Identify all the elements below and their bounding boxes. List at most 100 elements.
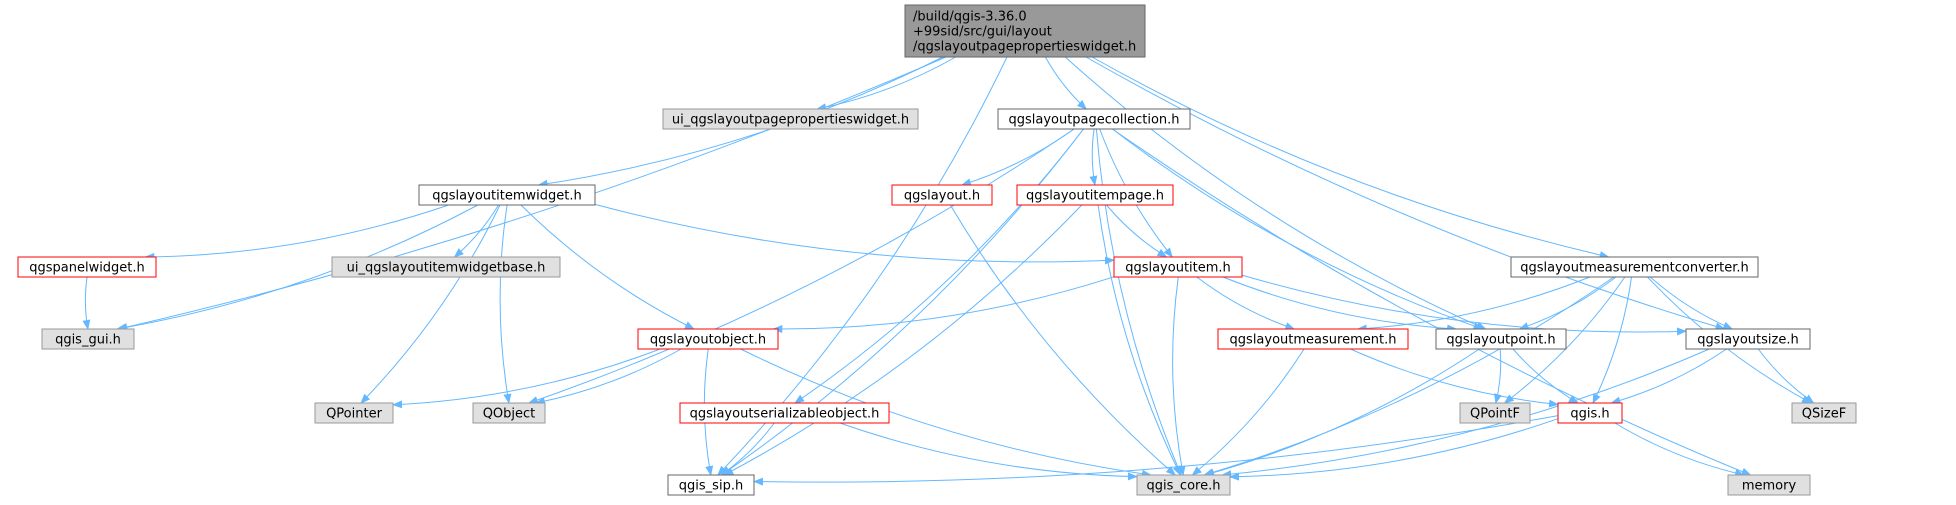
node-qsizef: QSizeF: [1791, 402, 1857, 424]
node-itempage[interactable]: qgslayoutitempage.h: [1016, 184, 1174, 206]
node-itemwidget-label-0: qgslayoutitemwidget.h: [432, 189, 581, 204]
node-panelwidget-box: [17, 256, 157, 278]
edge-measconverter-to-measurement: [1356, 276, 1590, 333]
edge-itemwidget-to-ui_itemwidgetbase: [453, 204, 499, 258]
node-ui_pagepropwidget-label-0: ui_qgslayoutpagepropertieswidget.h: [672, 113, 909, 128]
edge-point-to-qpointf: [1494, 348, 1502, 404]
node-sip-box: [667, 474, 755, 496]
node-layout-box: [891, 184, 993, 206]
edge-qgis-to-memory: [1614, 422, 1746, 477]
node-serializable-label-0: qgslayoutserializableobject.h: [690, 407, 880, 422]
node-itemwidget[interactable]: qgslayoutitemwidget.h: [418, 184, 596, 206]
edge-item-to-size: [1241, 274, 1687, 336]
node-sip[interactable]: qgis_sip.h: [667, 474, 755, 496]
node-qobject: QObject: [472, 402, 546, 424]
edge-item-to-measurement: [1196, 276, 1296, 330]
edge-itemwidget-to-panelwidget: [144, 204, 449, 261]
edge-pagecollection-to-memory: [1112, 128, 1752, 476]
edge-root-to-point: [1064, 56, 1487, 330]
node-layout[interactable]: qgslayout.h: [891, 184, 993, 206]
edge-layout-to-core: [949, 204, 1176, 476]
node-size[interactable]: qgslayoutsize.h: [1685, 328, 1811, 350]
edge-itempage-to-sip: [723, 204, 1083, 476]
node-point-label-0: qgslayoutpoint.h: [1446, 333, 1555, 348]
edge-object-to-qobject: [534, 348, 682, 406]
node-pagecollection-label-0: qgslayoutpagecollection.h: [1008, 113, 1179, 128]
edge-serializable-to-sip: [720, 422, 775, 476]
node-object[interactable]: qgslayoutobject.h: [637, 328, 779, 350]
node-measurement-label-0: qgslayoutmeasurement.h: [1230, 333, 1397, 348]
node-point[interactable]: qgslayoutpoint.h: [1435, 328, 1567, 350]
node-measconverter-box: [1510, 256, 1759, 278]
node-root-box: [904, 4, 1146, 58]
node-serializable[interactable]: qgslayoutserializableobject.h: [679, 402, 890, 424]
edge-size-to-qgis: [1610, 348, 1727, 405]
node-memory-label-0: memory: [1742, 479, 1797, 494]
node-itempage-label-0: qgslayoutitempage.h: [1026, 189, 1164, 204]
node-ui_pagepropwidget: ui_qgslayoutpagepropertieswidget.h: [662, 108, 919, 130]
node-gui: qgis_gui.h: [41, 328, 135, 350]
node-memory-box: [1727, 474, 1811, 496]
node-itempage-box: [1016, 184, 1174, 206]
edge-measconverter-to-qpointf: [1503, 276, 1626, 404]
edge-pagecollection-to-qobject: [527, 128, 1075, 404]
node-sip-label-0: qgis_sip.h: [679, 479, 743, 494]
node-root-label-0: /build/qgis-3.36.0: [913, 10, 1027, 25]
node-qpointf-label-0: QPointF: [1470, 407, 1520, 422]
node-root[interactable]: /build/qgis-3.36.0+99sid/src/gui/layout/…: [904, 4, 1146, 58]
node-measurement[interactable]: qgslayoutmeasurement.h: [1217, 328, 1409, 350]
node-measurement-box: [1217, 328, 1409, 350]
node-pagecollection[interactable]: qgslayoutpagecollection.h: [997, 108, 1191, 130]
edge-itempage-to-core: [1097, 204, 1181, 476]
edge-root-to-pagecollection: [1044, 56, 1087, 110]
edge-pagecollection-to-point: [1112, 128, 1484, 330]
edge-point-to-core: [1204, 348, 1480, 477]
node-qobject-label-0: QObject: [483, 407, 536, 422]
node-core-box: [1136, 474, 1231, 496]
node-measconverter-label-0: qgslayoutmeasurementconverter.h: [1520, 261, 1749, 276]
edge-pagecollection-to-itempage: [1089, 128, 1098, 186]
node-root-label-2: /qgslayoutpagepropertieswidget.h: [913, 40, 1136, 55]
edge-qgis-to-core: [1229, 418, 1559, 481]
edge-object-to-core: [740, 348, 1152, 478]
edge-itemwidget-to-object: [520, 204, 695, 330]
node-pagecollection-box: [997, 108, 1191, 130]
node-panelwidget[interactable]: qgspanelwidget.h: [17, 256, 157, 278]
edge-measconverter-to-size: [1649, 276, 1734, 330]
node-ui_itemwidgetbase-label-0: ui_qgslayoutitemwidgetbase.h: [347, 261, 546, 276]
node-qpointf-box: [1459, 402, 1531, 424]
nodes-layer: /build/qgis-3.36.0+99sid/src/gui/layout/…: [17, 4, 1857, 496]
node-qpointer-label-0: QPointer: [326, 407, 383, 422]
node-qpointf: QPointF: [1459, 402, 1531, 424]
node-measconverter[interactable]: qgslayoutmeasurementconverter.h: [1510, 256, 1759, 278]
edge-size-to-qsizef: [1757, 348, 1815, 404]
edge-pagecollection-to-layout: [961, 128, 1075, 187]
node-itemwidget-box: [418, 184, 596, 206]
edge-root-to-ui_pagepropwidget: [816, 56, 956, 112]
edge-measconverter-to-point: [1518, 276, 1617, 330]
edge-pagecollection-to-sip: [720, 128, 1084, 476]
edge-root-to-measconverter: [1091, 56, 1610, 259]
edge-pagecollection-to-core: [1095, 128, 1182, 476]
node-qpointer: QPointer: [314, 402, 394, 424]
node-item[interactable]: qgslayoutitem.h: [1113, 256, 1243, 278]
edge-root-to-itemwidget: [537, 56, 944, 188]
edge-item-to-point: [1222, 276, 1458, 333]
node-qgis-label-0: qgis.h: [1570, 407, 1609, 422]
node-panelwidget-label-0: qgspanelwidget.h: [29, 261, 145, 276]
edge-panelwidget-to-gui: [82, 276, 91, 330]
node-qgis[interactable]: qgis.h: [1557, 402, 1623, 424]
node-point-box: [1435, 328, 1567, 350]
node-serializable-box: [679, 402, 890, 424]
edge-itemwidget-to-qpointer: [360, 204, 501, 404]
node-qsizef-label-0: QSizeF: [1802, 407, 1846, 422]
node-root-label-1: +99sid/src/gui/layout: [913, 25, 1052, 40]
edge-root-to-gui: [117, 56, 947, 331]
edge-serializable-to-core: [839, 422, 1138, 481]
node-gui-label-0: qgis_gui.h: [55, 333, 121, 348]
edges-layer: [82, 56, 1815, 486]
edge-itemwidget-to-item: [594, 203, 1115, 265]
edge-object-to-qpointer: [392, 348, 661, 409]
node-core: qgis_core.h: [1136, 474, 1231, 496]
